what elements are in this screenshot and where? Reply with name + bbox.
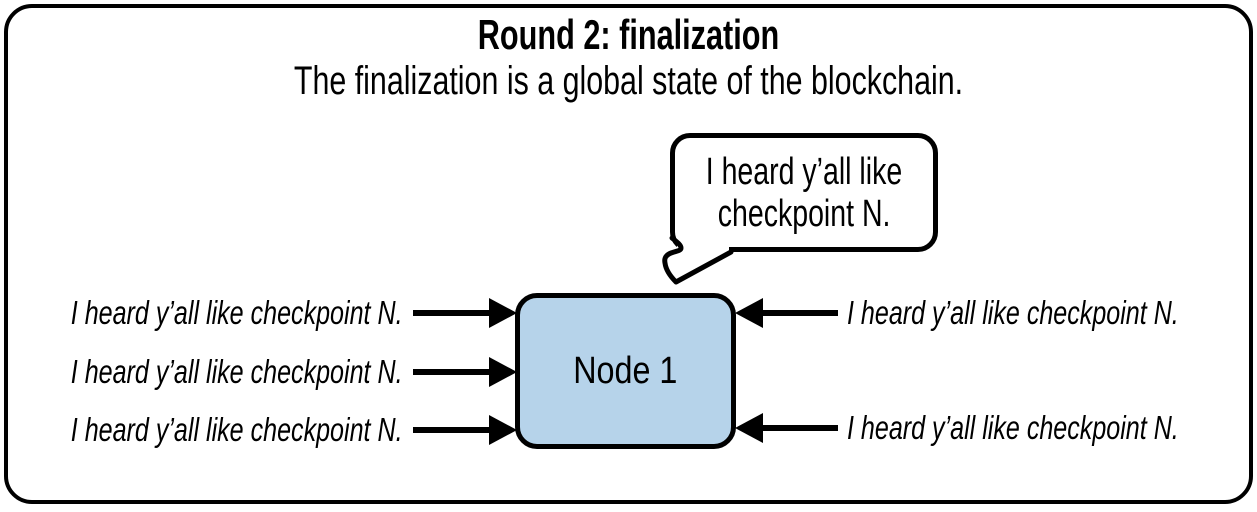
incoming-message-left-1: I heard y’all like checkpoint N. xyxy=(71,294,403,331)
node: Node 1 xyxy=(515,293,736,449)
figure-subtitle: The finalization is a global state of th… xyxy=(293,59,964,103)
incoming-message-right-1: I heard y’all like checkpoint N. xyxy=(847,294,1179,331)
node-label: Node 1 xyxy=(573,349,678,392)
figure-title: Round 2: finalization xyxy=(477,11,780,58)
incoming-message-left-3: I heard y’all like checkpoint N. xyxy=(71,411,403,448)
incoming-message-left-2: I heard y’all like checkpoint N. xyxy=(71,353,403,390)
speech-bubble: I heard y’all like checkpoint N. xyxy=(670,133,938,252)
incoming-message-right-2: I heard y’all like checkpoint N. xyxy=(847,409,1179,446)
speech-bubble-line1: I heard y’all like xyxy=(705,150,903,193)
figure-border xyxy=(4,4,1253,504)
speech-bubble-line2: checkpoint N. xyxy=(717,192,891,235)
